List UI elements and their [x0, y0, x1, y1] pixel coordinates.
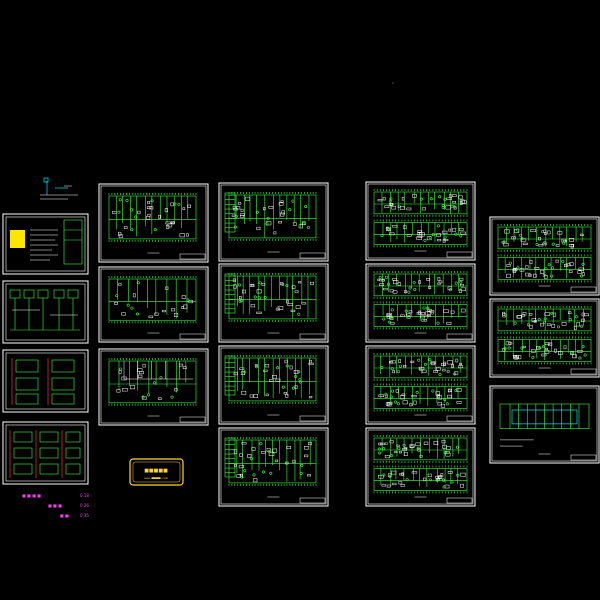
stamp-subtitle: www.■■■■■.com: [144, 476, 168, 480]
sheet-floor-plan-b4[interactable]: [218, 427, 329, 507]
sheet-floor-plan-b2[interactable]: [218, 263, 329, 343]
coordinate-marker-icon: [40, 177, 78, 200]
sheet-floor-plan-b1[interactable]: [218, 182, 329, 262]
sheet-floor-plan-a3[interactable]: [98, 348, 209, 426]
sheet-unit-plan-d2[interactable]: [489, 298, 600, 378]
sheet-unit-plan-c4[interactable]: [365, 427, 476, 507]
sheet-unit-plan-c2[interactable]: [365, 263, 476, 343]
drawing-legend-icon: [10, 230, 25, 248]
legend-row-3-value: 0.35: [80, 513, 89, 518]
sheet-unit-plan-c1[interactable]: [365, 181, 476, 261]
legend-row-3-label: ■ ■: [60, 513, 69, 518]
sheet-system-diagram-1[interactable]: [2, 280, 89, 344]
legend-row-1-value: 0.18: [80, 493, 89, 498]
legend-row-2-label: ■ ■ ■: [48, 503, 62, 508]
sheet-design-notes[interactable]: [2, 213, 89, 275]
sheet-unit-plan-c3[interactable]: [365, 345, 476, 425]
sheet-floor-plan-a2[interactable]: [98, 266, 209, 343]
sheet-system-diagram-3[interactable]: [2, 421, 89, 485]
sheet-floor-plan-b3[interactable]: [218, 345, 329, 425]
watermark-stamp: ■■■■■ www.■■■■■.com: [129, 458, 184, 486]
stamp-title: ■■■■■: [144, 468, 168, 474]
sheet-system-diagram-2[interactable]: [2, 349, 89, 413]
sheet-floor-plan-a1[interactable]: [98, 183, 209, 263]
legend-row-1-label: ■ ■ ■ ■: [22, 493, 41, 498]
sheet-roof-plan[interactable]: [489, 385, 600, 464]
legend-row-2-value: 0.26: [80, 503, 89, 508]
sheet-unit-plan-d1[interactable]: [489, 216, 600, 296]
line-weight-legend: ■ ■ ■ ■ 0.18 ■ ■ ■ 0.26 ■ ■ 0.35: [22, 493, 89, 518]
stray-point-marker: [392, 82, 394, 84]
